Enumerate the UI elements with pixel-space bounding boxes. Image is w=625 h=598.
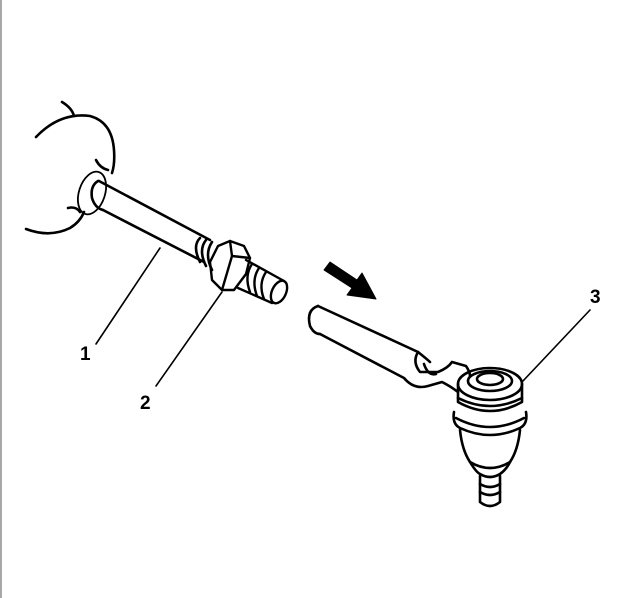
leader-lines [95, 247, 591, 387]
leader-line-1 [95, 247, 161, 345]
leader-line-2 [155, 291, 223, 387]
boot-collar [76, 170, 108, 216]
gear-housing [24, 100, 116, 235]
left-border [0, 0, 2, 598]
threaded-stud [236, 258, 289, 305]
inner-tie-rod [90, 179, 214, 272]
jam-nut [208, 239, 252, 292]
arrow-down-right-icon [323, 261, 377, 300]
callout-3: 3 [590, 287, 601, 308]
callout-2: 2 [140, 393, 151, 414]
ball-joint-housing [452, 366, 528, 508]
outer-tie-rod-arm [307, 304, 472, 394]
callout-1: 1 [80, 344, 91, 365]
leader-line-3 [521, 309, 591, 383]
